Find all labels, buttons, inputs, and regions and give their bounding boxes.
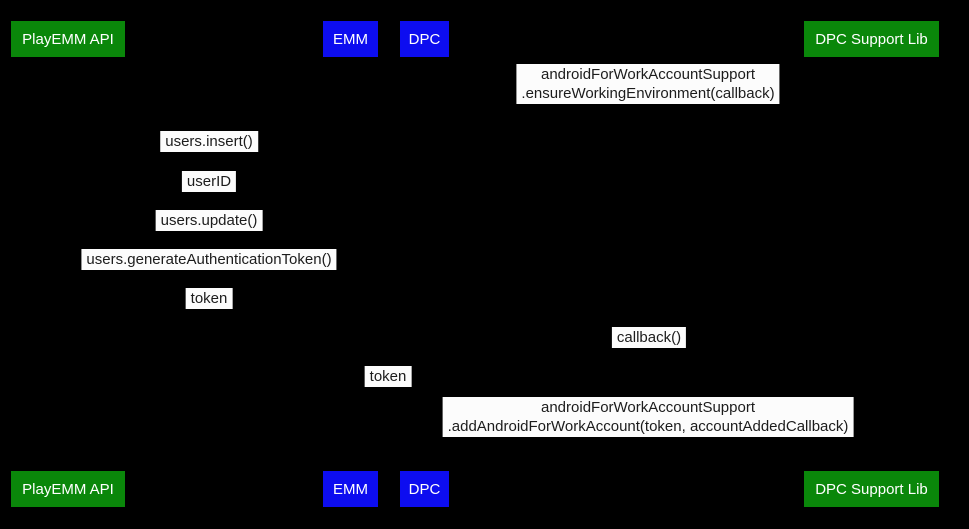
actor-box-emm-bottom: EMM: [323, 471, 378, 507]
actor-box-dpc-support-lib-bottom: DPC Support Lib: [804, 471, 939, 507]
message-label-token-to-dpc: token: [364, 366, 412, 387]
message-text: users.update(): [160, 212, 258, 229]
actor-box-playemm-api-top: PlayEMM API: [11, 21, 125, 57]
message-text: users.generateAuthenticationToken(): [86, 251, 332, 268]
message-label-ensure-working-environment: androidForWorkAccountSupport .ensureWorki…: [516, 64, 780, 104]
message-text: .ensureWorkingEnvironment(callback): [521, 85, 775, 102]
message-label-users-insert: users.insert(): [160, 131, 258, 152]
message-label-user-id: userID: [181, 171, 237, 192]
actor-box-dpc-top: DPC: [400, 21, 449, 57]
actor-box-dpc-bottom: DPC: [400, 471, 449, 507]
actor-box-playemm-api-bottom: PlayEMM API: [11, 471, 125, 507]
message-text: androidForWorkAccountSupport: [540, 66, 755, 83]
message-text: androidForWorkAccountSupport: [541, 399, 755, 416]
message-text: users.insert(): [165, 133, 253, 150]
actor-box-dpc-support-lib-top: DPC Support Lib: [804, 21, 939, 57]
message-text: callback(): [616, 329, 682, 346]
message-text: .addAndroidForWorkAccount(token, account…: [447, 418, 849, 435]
message-text: token: [190, 290, 228, 307]
actor-box-emm-top: EMM: [323, 21, 378, 57]
message-label-token-to-emm: token: [185, 288, 233, 309]
message-text: userID: [186, 173, 232, 190]
message-label-users-update: users.update(): [155, 210, 263, 231]
message-label-users-generate-authentication-token: users.generateAuthenticationToken(): [81, 249, 337, 270]
message-text: token: [369, 368, 407, 385]
message-label-callback: callback(): [611, 327, 687, 348]
message-label-add-android-for-work-account: androidForWorkAccountSupport .addAndroidF…: [442, 397, 854, 437]
